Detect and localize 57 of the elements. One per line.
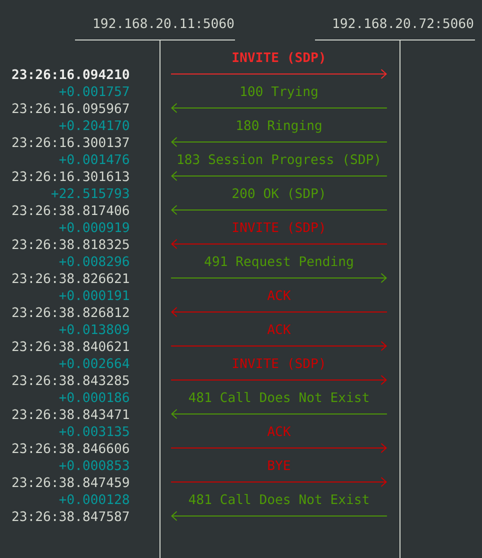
timestamp: 23:26:38.843471 [12,409,129,420]
edge-label: INVITE (SDP) [230,51,328,65]
time-delta: +0.204170 [59,120,129,130]
time-delta: +0.003135 [59,426,129,436]
arrow [171,511,388,521]
time-delta: +0.001476 [59,154,129,164]
arrow [170,443,387,453]
timestamp: 23:26:38.826621 [12,273,129,284]
edge-label: ACK [266,425,292,438]
timestamp: 23:26:38.826812 [12,307,129,318]
time-delta: +0.000853 [59,460,129,470]
arrow [171,409,388,419]
timestamp: 23:26:16.095967 [12,103,129,114]
timestamp: 23:26:38.847459 [12,477,129,488]
arrow [171,171,388,181]
timestamp: 23:26:38.817406 [12,205,129,216]
edge-label: 481 Call Does Not Exist [187,492,371,506]
arrow [171,239,388,249]
edge-label: 200 OK (SDP) [230,187,328,201]
timestamp: 23:26:38.847587 [12,511,129,522]
time-delta: +0.001757 [59,86,129,96]
timestamp: 23:26:16.094210 [12,69,129,80]
edge-label: 481 Call Does Not Exist [187,390,371,404]
arrow [170,477,387,487]
arrow [170,375,387,385]
time-delta: +22.515793 [52,188,129,198]
time-delta: +0.000128 [59,494,129,504]
timestamp: 23:26:38.840621 [12,341,129,352]
time-delta: +0.000919 [59,222,129,232]
arrow [171,103,388,113]
timestamp: 23:26:16.300137 [12,137,129,148]
time-delta: +0.000186 [59,392,129,402]
arrow [170,341,387,351]
edge-label: ACK [266,323,292,336]
time-delta: +0.013809 [59,324,129,334]
participant-header: 192.168.20.11:5060 [74,18,236,40]
edge-label: ACK [266,289,292,302]
timestamp: 23:26:38.846606 [12,443,129,454]
edge-label: 491 Request Pending [203,255,355,270]
time-delta: +0.008296 [59,256,129,266]
arrow [171,137,388,147]
edge-label: 183 Session Progress (SDP) [175,153,383,168]
arrow [170,69,387,79]
edge-label: 100 Trying [238,85,320,100]
timestamp: 23:26:38.843285 [12,375,129,386]
edge-label: 180 Ringing [234,119,324,134]
participant-header: 192.168.20.72:5060 [314,18,476,40]
time-delta: +0.002664 [59,358,130,368]
edge-label: INVITE (SDP) [230,357,328,371]
edge-label: INVITE (SDP) [230,221,328,235]
arrow [170,273,387,283]
edge-label: BYE [266,459,292,471]
timestamp: 23:26:16.301613 [12,171,129,182]
timestamp: 23:26:38.818325 [12,239,129,250]
time-delta: +0.000191 [59,290,129,300]
arrow [171,307,388,317]
arrow [171,205,388,215]
